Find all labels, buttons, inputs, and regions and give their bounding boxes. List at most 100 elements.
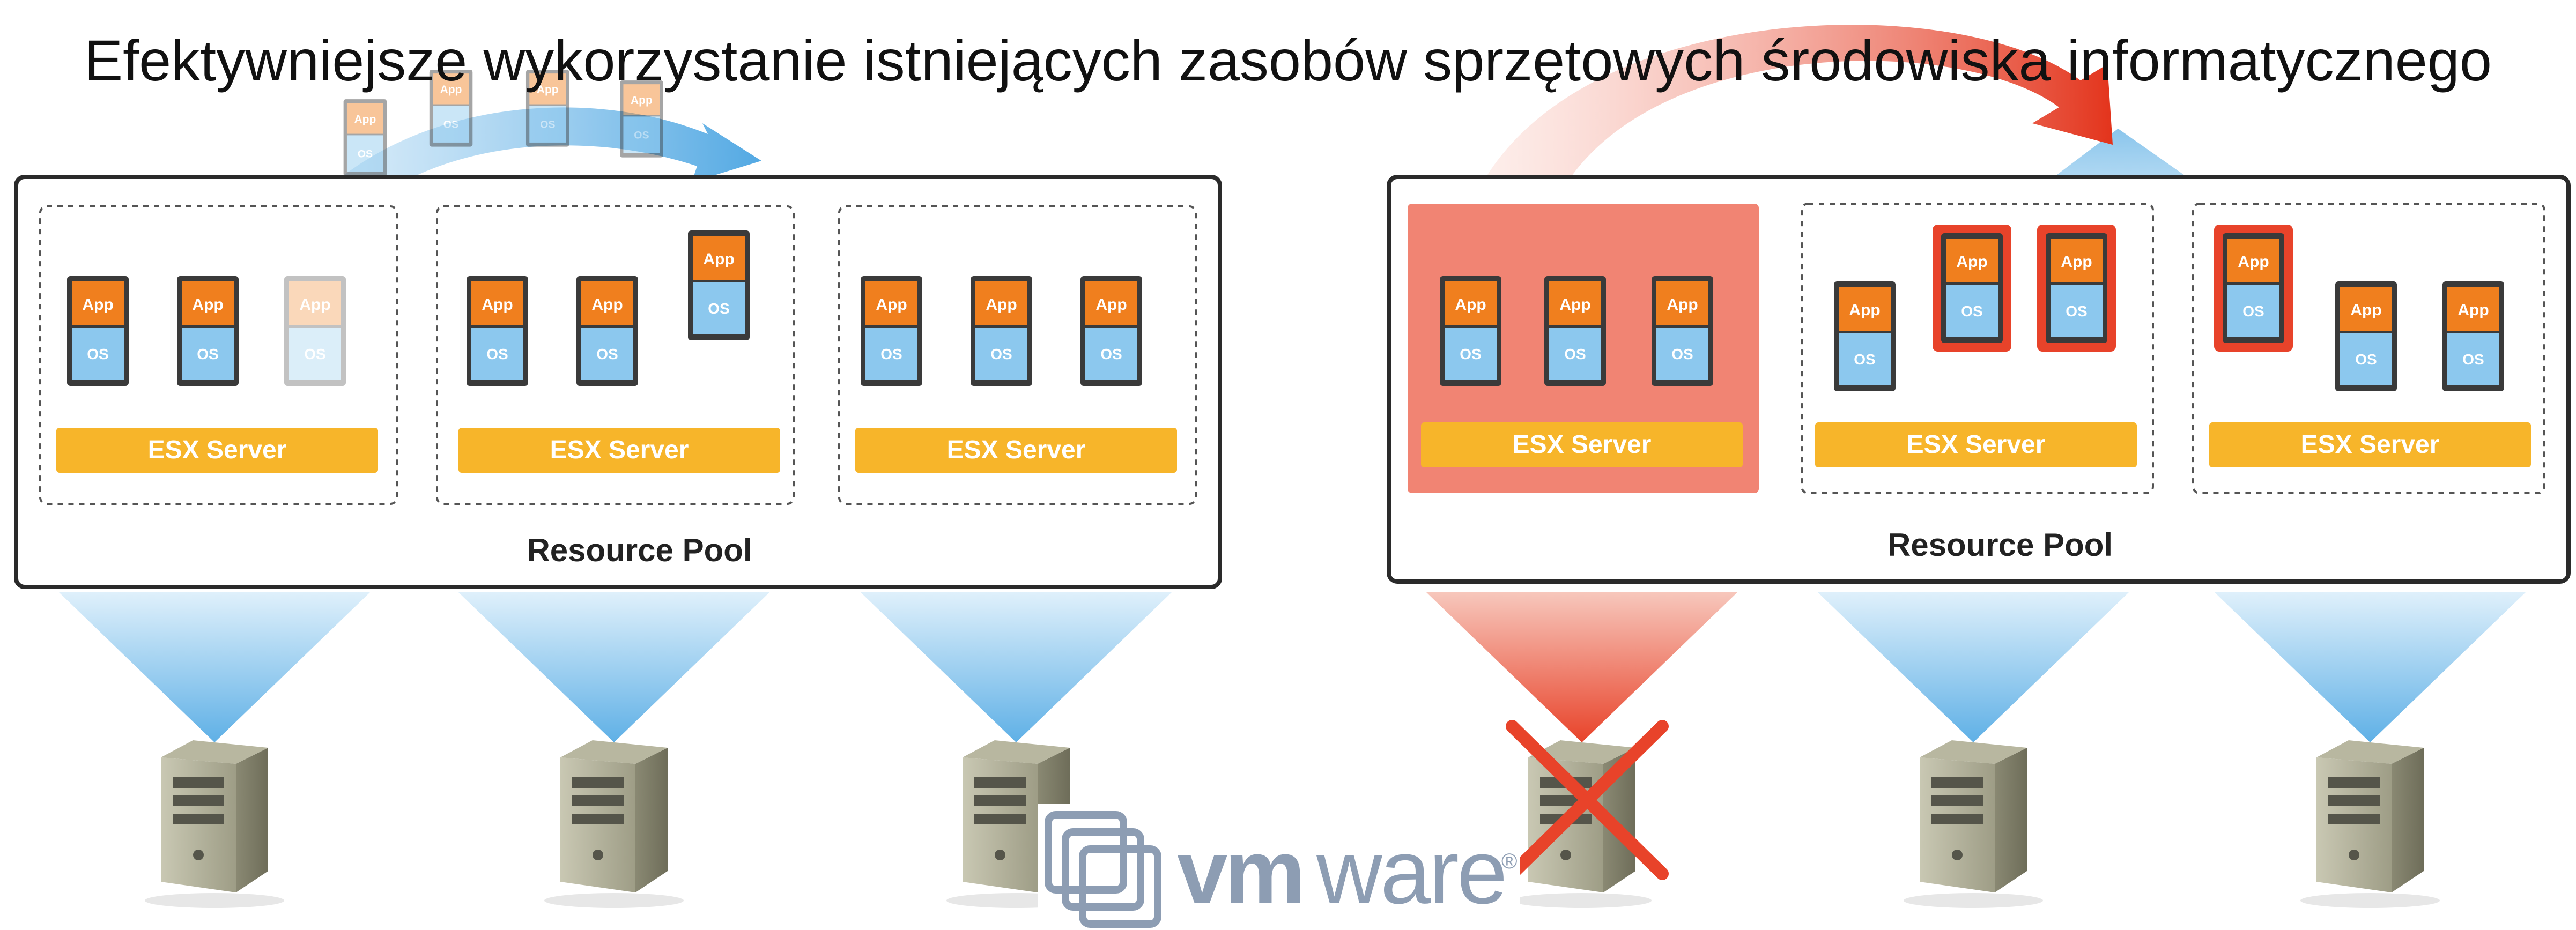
tower-shadow <box>145 893 284 908</box>
app-layer <box>346 103 383 134</box>
app-label: App <box>1095 296 1127 314</box>
drive-bay <box>572 777 624 788</box>
drive-bay <box>974 814 1026 824</box>
tower-front <box>2316 757 2392 892</box>
os-layer <box>529 106 566 143</box>
tower-side <box>236 748 268 892</box>
tower-side <box>1995 748 2027 892</box>
esx-server-bar <box>1815 422 2137 467</box>
os-label: OS <box>2462 351 2484 368</box>
failover-arrow <box>1480 25 2113 204</box>
vm-frame <box>284 276 346 386</box>
vm-frame <box>429 70 473 147</box>
os-layer <box>2051 285 2103 337</box>
os-layer <box>1946 285 1998 337</box>
os-layer <box>865 328 917 380</box>
tower-front <box>963 757 1038 892</box>
app-label: App <box>440 84 462 96</box>
esx-server-label: ESX Server <box>550 436 689 464</box>
os-layer <box>693 282 745 334</box>
os-layer <box>346 135 383 172</box>
os-label: OS <box>197 346 218 362</box>
os-layer <box>289 328 341 380</box>
drive-bay <box>173 777 224 788</box>
os-label: OS <box>1671 346 1693 362</box>
connection-beam <box>59 592 370 742</box>
server-group-box <box>436 205 795 505</box>
app-label: App <box>1956 253 1987 271</box>
app-label: App <box>1667 296 1698 314</box>
app-layer <box>623 84 660 115</box>
app-label: App <box>703 250 734 268</box>
app-layer <box>2051 239 2103 282</box>
app-label: App <box>591 296 623 314</box>
app-layer <box>1085 281 1137 325</box>
power-button <box>2349 850 2359 860</box>
app-layer <box>1946 239 1998 282</box>
app-layer <box>1839 287 1891 331</box>
app-label: App <box>2457 301 2489 319</box>
os-layer <box>2227 285 2279 337</box>
app-layer <box>581 281 633 325</box>
drive-bay <box>1931 814 1983 824</box>
os-label: OS <box>2066 303 2087 319</box>
drive-bay <box>1931 795 1983 806</box>
tower-top <box>963 740 1070 764</box>
app-layer <box>2447 287 2499 331</box>
drive-bay <box>572 795 624 806</box>
os-label: OS <box>596 346 618 362</box>
connection-beam <box>1426 592 1737 742</box>
app-layer <box>975 281 1027 325</box>
page-title: Efektywniejsze wykorzystanie istniejącyc… <box>84 28 2492 93</box>
app-layer <box>289 281 341 325</box>
app-layer <box>1445 281 1497 325</box>
server-tower-icon <box>1904 740 2043 908</box>
app-label: App <box>354 113 376 125</box>
server-tower-icon <box>145 740 284 908</box>
os-label: OS <box>880 346 902 362</box>
resource-pool-label: Resource Pool <box>527 532 752 568</box>
app-layer <box>529 73 566 105</box>
app-layer <box>72 281 124 325</box>
esx-server-bar <box>56 428 378 473</box>
vmware-logo-registered: ® <box>1501 850 1517 873</box>
os-layer <box>581 328 633 380</box>
drive-bay <box>2328 795 2380 806</box>
app-label: App <box>192 296 223 314</box>
vmware-logo-ware: ware <box>1316 821 1505 923</box>
power-button <box>995 850 1005 860</box>
os-layer <box>1839 333 1891 385</box>
os-layer <box>623 116 660 153</box>
esx-server-label: ESX Server <box>148 436 287 464</box>
tower-front <box>1920 757 1995 892</box>
power-button <box>193 850 204 860</box>
drive-bay <box>974 795 1026 806</box>
app-layer <box>865 281 917 325</box>
tower-side <box>2392 748 2424 892</box>
vm-frame <box>620 80 663 158</box>
app-label: App <box>2238 253 2269 271</box>
os-label: OS <box>443 119 458 131</box>
os-layer <box>975 328 1027 380</box>
esx-server-bar <box>458 428 780 473</box>
os-layer <box>1549 328 1601 380</box>
resource-pool-label: Resource Pool <box>1887 527 2113 563</box>
esx-server-bar <box>2209 422 2531 467</box>
